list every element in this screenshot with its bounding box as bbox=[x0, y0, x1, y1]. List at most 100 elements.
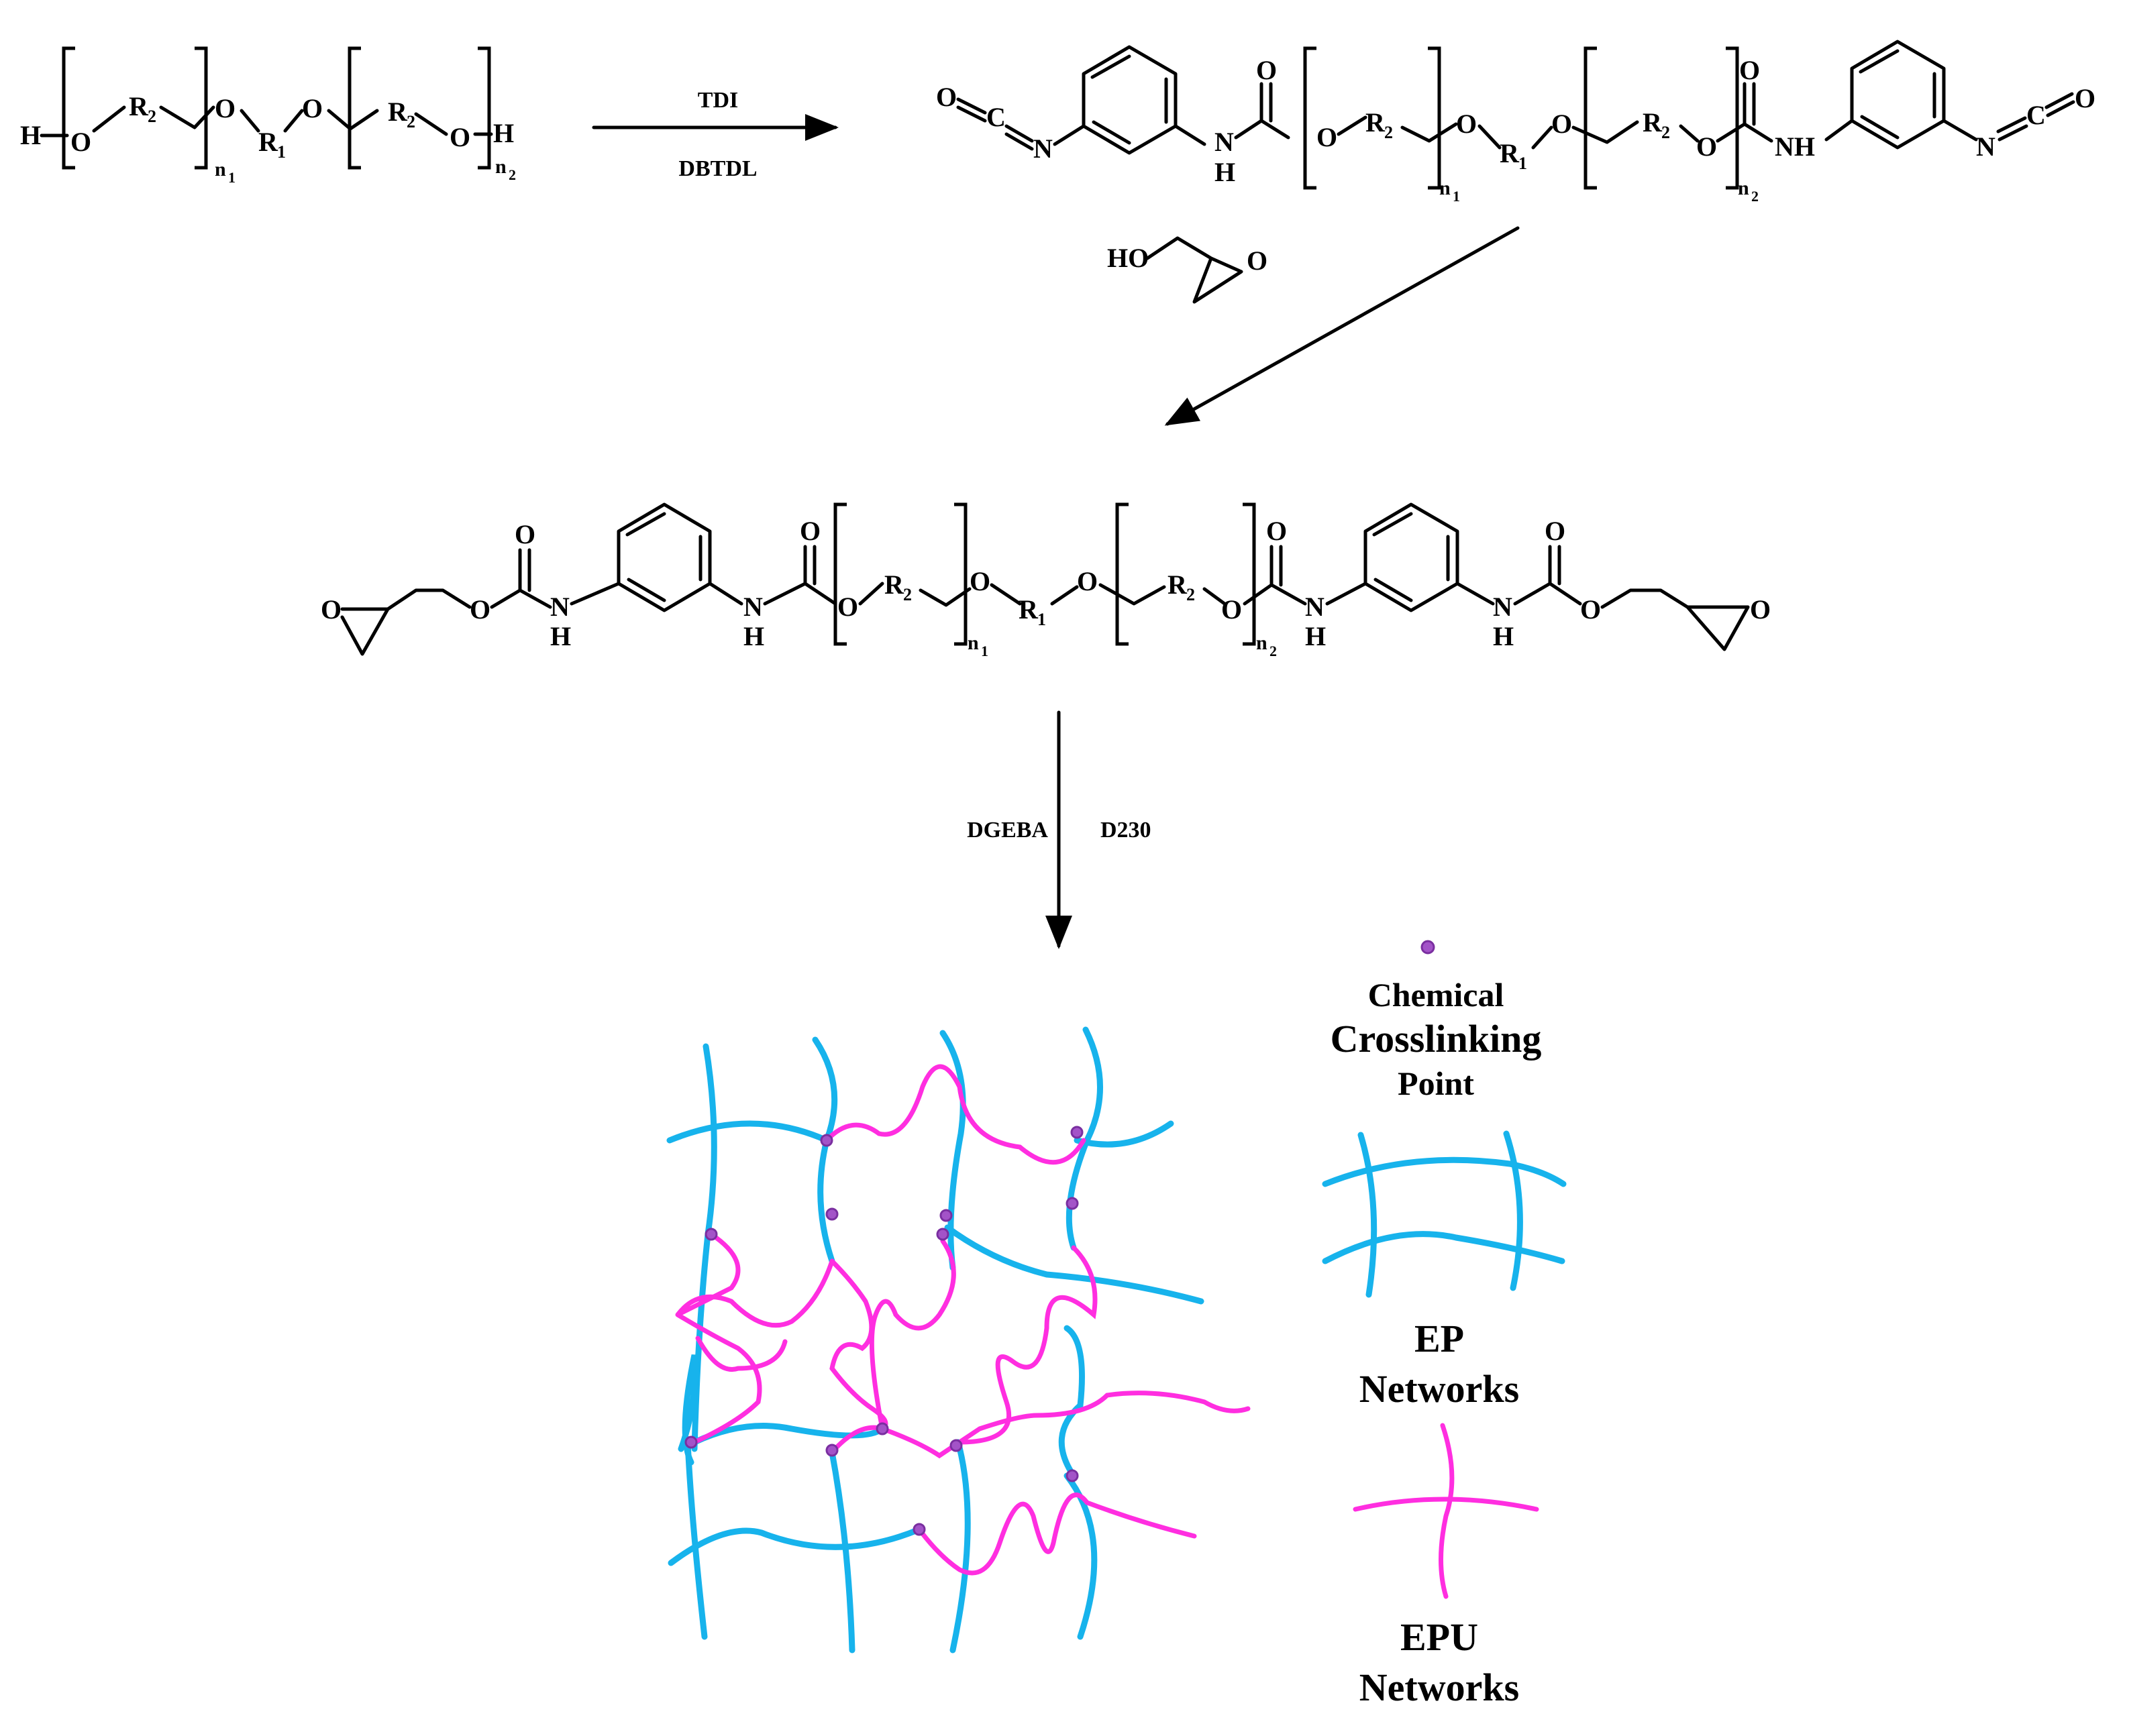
atom-nh: NH bbox=[1775, 131, 1815, 162]
label-r2: R bbox=[129, 91, 149, 121]
atom-n: N bbox=[1493, 592, 1512, 622]
atom-n: N bbox=[1033, 133, 1053, 164]
legend: Chemical Crosslinking Point EP Networks … bbox=[1322, 940, 1567, 1709]
crosslink-point bbox=[705, 1228, 718, 1241]
crosslink-point bbox=[936, 1228, 949, 1241]
label-n1: n bbox=[968, 632, 979, 654]
reagent-glycidol-ho: HO bbox=[1107, 243, 1149, 273]
legend-crosslink-label-1: Chemical bbox=[1368, 976, 1504, 1014]
epu-network bbox=[675, 1064, 1251, 1576]
legend-crosslink-label-3: Point bbox=[1398, 1065, 1474, 1102]
label-r2-sub: 2 bbox=[1186, 585, 1195, 604]
legend-crosslink-swatch bbox=[1420, 940, 1435, 955]
label-r2: R bbox=[1365, 107, 1386, 138]
polyol-structure: H O R 2 O R 1 O R 2 O H n 1 n 2 bbox=[20, 46, 516, 186]
atom-h: H bbox=[743, 621, 764, 651]
crosslink-point bbox=[1066, 1469, 1079, 1482]
label-r1: R bbox=[1500, 138, 1520, 168]
legend-ep-label-1: EP bbox=[1414, 1317, 1464, 1360]
reagent-tdi: TDI bbox=[698, 88, 738, 113]
atom-o: O bbox=[1750, 594, 1771, 625]
legend-ep-label-2: Networks bbox=[1359, 1367, 1519, 1411]
atom-o: O bbox=[302, 93, 323, 123]
atom-o: O bbox=[1739, 55, 1760, 85]
crosslink-point bbox=[1070, 1126, 1084, 1139]
atom-o: O bbox=[1247, 246, 1267, 276]
label-r2-sub: 2 bbox=[903, 585, 912, 604]
crosslink-point bbox=[684, 1435, 698, 1449]
label-r2-sub: 2 bbox=[148, 107, 156, 126]
atom-o: O bbox=[1266, 516, 1287, 546]
label-r1-sub: 1 bbox=[277, 142, 286, 162]
label-n2-sub: 2 bbox=[509, 166, 516, 183]
crosslink-point bbox=[876, 1422, 889, 1435]
atom-h: H bbox=[550, 621, 571, 651]
atom-o: O bbox=[837, 592, 858, 622]
legend-crosslink-label-2: Crosslinking bbox=[1331, 1017, 1542, 1061]
reaction-arrow-1: TDI DBTDL bbox=[592, 88, 839, 181]
atom-o: O bbox=[970, 566, 990, 596]
atom-o: O bbox=[1551, 109, 1572, 139]
legend-epu-label-1: EPU bbox=[1400, 1615, 1478, 1659]
atom-h: H bbox=[1305, 621, 1326, 651]
atom-o: O bbox=[1316, 122, 1337, 152]
atom-o: O bbox=[470, 594, 490, 625]
label-r2: R bbox=[884, 569, 904, 600]
atom-o: O bbox=[1221, 594, 1242, 625]
crosslink-point bbox=[939, 1209, 953, 1222]
atom-o: O bbox=[1580, 594, 1601, 625]
label-n1: n bbox=[215, 158, 226, 180]
atom-o: O bbox=[1077, 566, 1098, 596]
atom-h: H bbox=[1493, 621, 1514, 651]
crosslink-point bbox=[825, 1207, 839, 1221]
legend-epu-swatch bbox=[1353, 1423, 1539, 1599]
reagent-dgeba: DGEBA bbox=[967, 818, 1048, 843]
label-n2-sub: 2 bbox=[1751, 188, 1759, 205]
atom-o: O bbox=[70, 127, 91, 157]
atom-n: N bbox=[1214, 127, 1234, 157]
crosslink-point bbox=[1066, 1197, 1079, 1210]
atom-c: C bbox=[986, 102, 1006, 132]
reaction-arrow-3: DGEBA D230 bbox=[967, 710, 1151, 949]
epu-prepolymer-structure: O O O N H N H O O R 2 n 1 O R 1 O R 2 O bbox=[321, 502, 1771, 659]
label-r1: R bbox=[1019, 594, 1039, 625]
atom-o: O bbox=[1456, 109, 1477, 139]
atom-h: H bbox=[493, 118, 514, 148]
atom-o: O bbox=[2075, 83, 2095, 113]
atom-o: O bbox=[1256, 55, 1277, 85]
prepolymer-structure: O C N N H O O R 2 n 1 O R 1 O R 2 O n 2 … bbox=[936, 40, 2095, 205]
reaction-arrow-2: HO O bbox=[1107, 226, 1520, 426]
crosslink-point bbox=[825, 1444, 839, 1457]
crosslink-point bbox=[913, 1523, 926, 1536]
legend-ep-swatch bbox=[1322, 1130, 1567, 1298]
label-r2-sub: 2 bbox=[1384, 123, 1393, 142]
reagent-dbtdl: DBTDL bbox=[678, 156, 757, 181]
atom-o: O bbox=[515, 519, 535, 549]
label-r1: R bbox=[258, 127, 278, 157]
crosslink-points bbox=[684, 1126, 1084, 1536]
atom-n: N bbox=[743, 592, 763, 622]
atom-o: O bbox=[215, 93, 236, 123]
atom-h: H bbox=[1214, 157, 1235, 187]
atom-o: O bbox=[1545, 516, 1565, 546]
label-r1-sub: 1 bbox=[1518, 154, 1527, 173]
label-n1: n bbox=[1439, 177, 1451, 199]
label-r2-sub: 2 bbox=[1661, 123, 1670, 142]
atom-n: N bbox=[550, 592, 570, 622]
atom-o: O bbox=[936, 82, 957, 112]
label-r2: R bbox=[388, 97, 408, 127]
label-r2: R bbox=[1167, 569, 1188, 600]
label-n2: n bbox=[495, 156, 507, 178]
label-r2: R bbox=[1643, 107, 1663, 138]
legend-epu-label-2: Networks bbox=[1359, 1666, 1519, 1709]
reagent-d230: D230 bbox=[1100, 818, 1151, 843]
atom-c: C bbox=[2026, 100, 2046, 130]
label-n1-sub: 1 bbox=[228, 169, 236, 186]
atom-h: H bbox=[20, 120, 41, 150]
atom-o: O bbox=[321, 594, 342, 625]
label-r1-sub: 1 bbox=[1037, 610, 1046, 629]
atom-o: O bbox=[450, 122, 470, 152]
atom-o: O bbox=[800, 516, 821, 546]
atom-n: N bbox=[1305, 592, 1325, 622]
